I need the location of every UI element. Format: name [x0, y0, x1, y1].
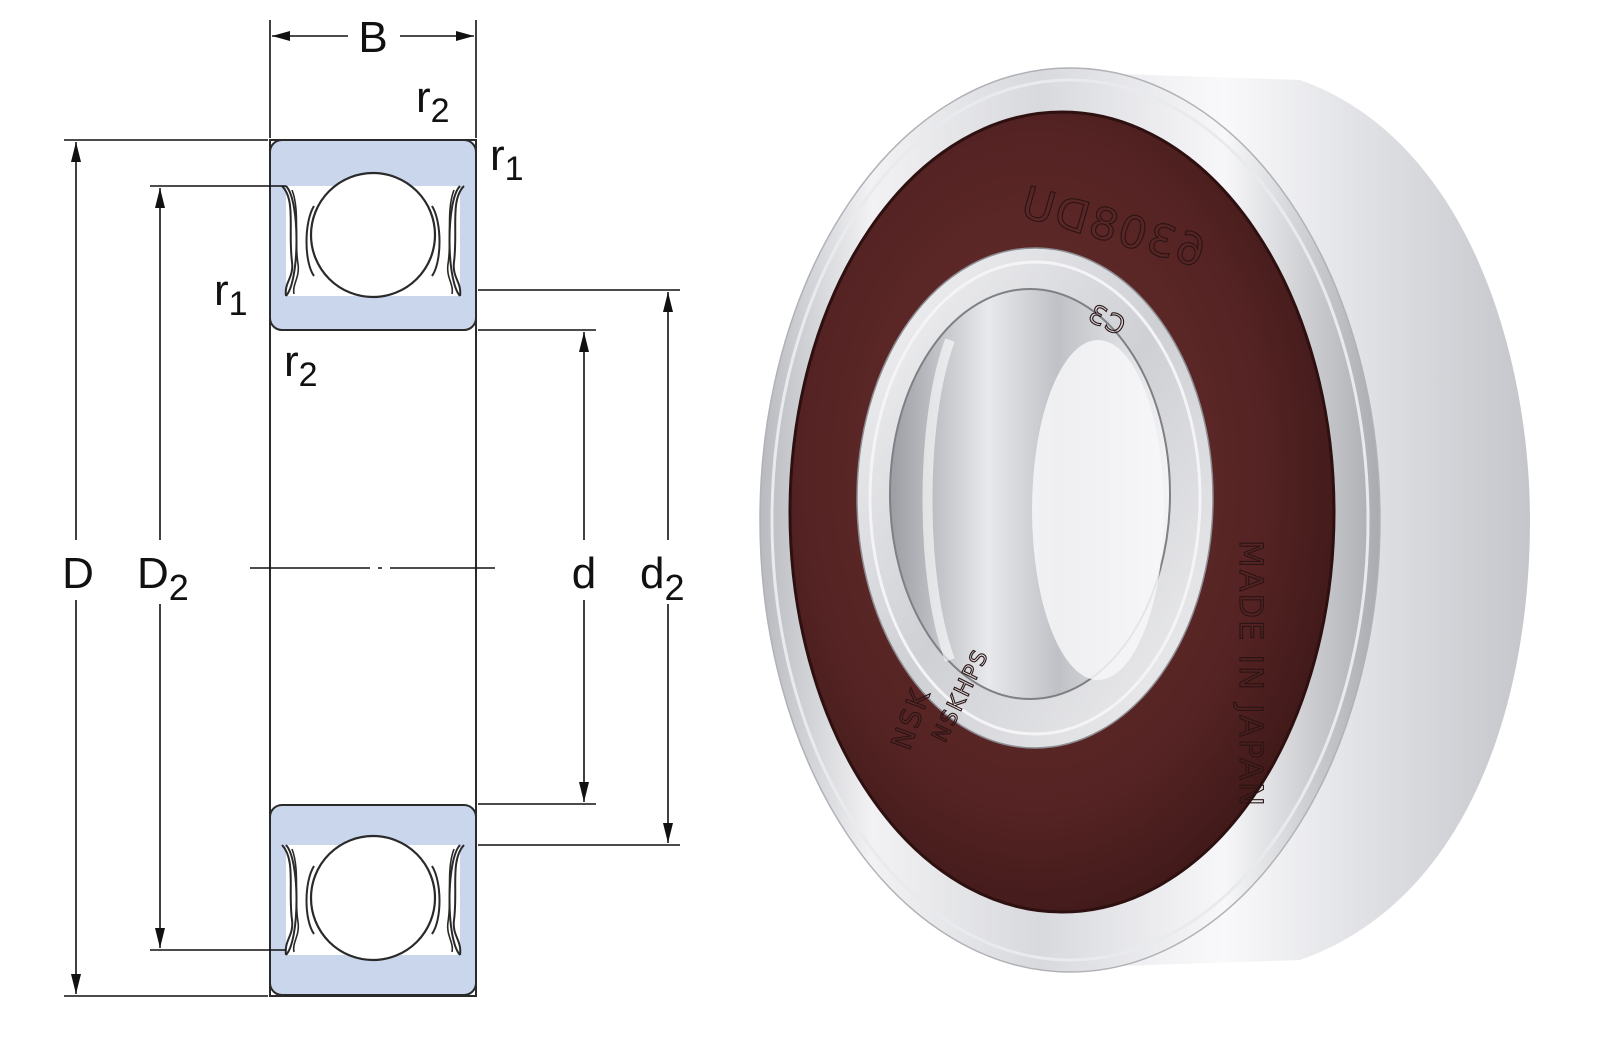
label-chamfer-r1-top: r1: [490, 131, 524, 188]
dimension-outer-diameter: D: [62, 139, 268, 997]
ball: [309, 171, 437, 299]
dimension-shoulder-inner: d2: [478, 289, 685, 846]
top-ring-section: [269, 139, 477, 331]
label-shoulder-inner: d2: [640, 549, 685, 608]
ball: [309, 834, 437, 962]
label-width: B: [358, 13, 387, 62]
label-chamfer-r1-left: r1: [214, 266, 248, 323]
left-seal-shield: [281, 185, 294, 297]
technical-drawing: B D D2 d: [62, 13, 685, 997]
marking-origin: MADE IN JAPAN: [1232, 540, 1270, 808]
label-outer-diameter: D: [62, 549, 94, 598]
bearing-photo: 6308DU C3 MADE IN JAPAN NSK NSKHPS: [759, 67, 1530, 973]
label-chamfer-r2-bottom: r2: [284, 337, 318, 394]
dimension-shoulder-outer: D2: [137, 185, 286, 951]
label-chamfer-r2-top: r2: [416, 73, 450, 130]
dimension-width: B: [269, 13, 477, 138]
right-seal-shield: [452, 185, 465, 297]
bottom-ring-section: [269, 804, 477, 996]
dimension-bore: d: [478, 329, 596, 805]
label-bore: d: [572, 549, 596, 598]
label-shoulder-outer: D2: [137, 549, 189, 608]
